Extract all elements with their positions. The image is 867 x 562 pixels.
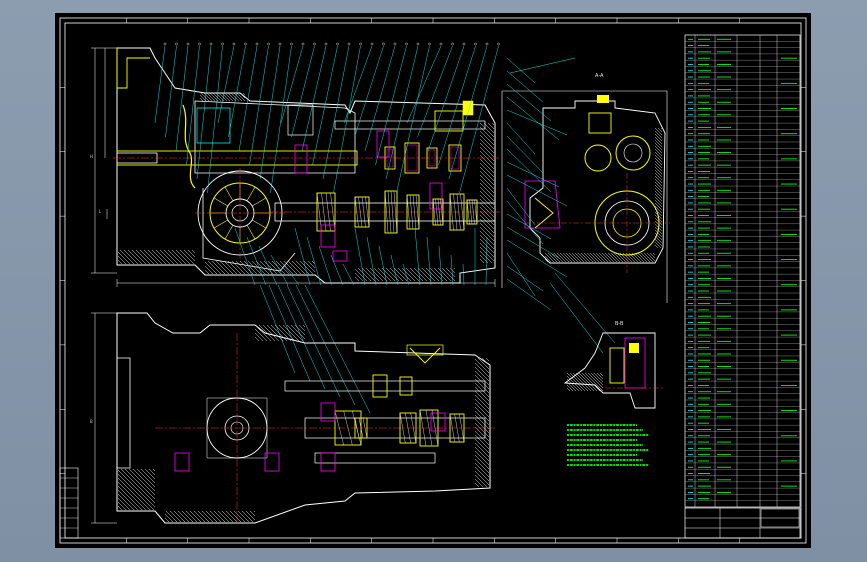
- plan-gear-4: [419, 409, 439, 447]
- side-view-aa: A-A: [501, 57, 670, 354]
- leader-lines-bottom: [234, 227, 488, 414]
- plan-gear-2: [354, 417, 368, 439]
- drawing-sheet[interactable]: H L A-A: [55, 13, 811, 548]
- svg-text:H: H: [90, 154, 93, 159]
- upper-gear-3: [426, 147, 438, 169]
- plan-view: B: [90, 312, 495, 524]
- lower-gear-assembly: [195, 168, 296, 272]
- zone-ticks: [60, 18, 806, 543]
- dimension-lines: [91, 47, 496, 287]
- flange-top: [116, 48, 150, 89]
- bearings-main: [294, 130, 443, 262]
- upper-gear-2: [404, 142, 420, 174]
- balloon-numbers: [163, 42, 500, 46]
- gearbox-assembly-drawing: H L A-A: [59, 17, 807, 544]
- technical-notes: [567, 424, 649, 466]
- view-label-aa: A-A: [595, 73, 604, 79]
- view-label-bb: B-B: [615, 321, 624, 327]
- main-section-view: H L: [90, 42, 500, 414]
- hatch-housing: [117, 92, 495, 282]
- housing-inner-wall: [194, 100, 356, 174]
- side-gear-top-a: [584, 144, 612, 172]
- upper-gear-1: [384, 146, 396, 170]
- revision-block: [59, 467, 79, 539]
- svg-text:L: L: [99, 209, 102, 214]
- leader-lines-top: [154, 45, 499, 194]
- shift-knob: [462, 100, 474, 116]
- parts-list-table: [684, 34, 801, 508]
- detail-view-bb: B-B: [563, 321, 665, 409]
- plan-gear-3: [399, 412, 417, 444]
- side-gear-top-b: [615, 135, 651, 171]
- upper-gear-4: [448, 144, 462, 172]
- svg-text:B: B: [90, 419, 93, 424]
- title-block: [684, 507, 801, 539]
- shift-rail: [334, 120, 486, 130]
- clutch-spring: [182, 104, 196, 189]
- plan-gear-5: [449, 413, 465, 443]
- plan-housing: [116, 312, 491, 524]
- housing-outline: [116, 47, 496, 284]
- side-housing: [529, 100, 666, 264]
- gear-stack: [316, 142, 478, 234]
